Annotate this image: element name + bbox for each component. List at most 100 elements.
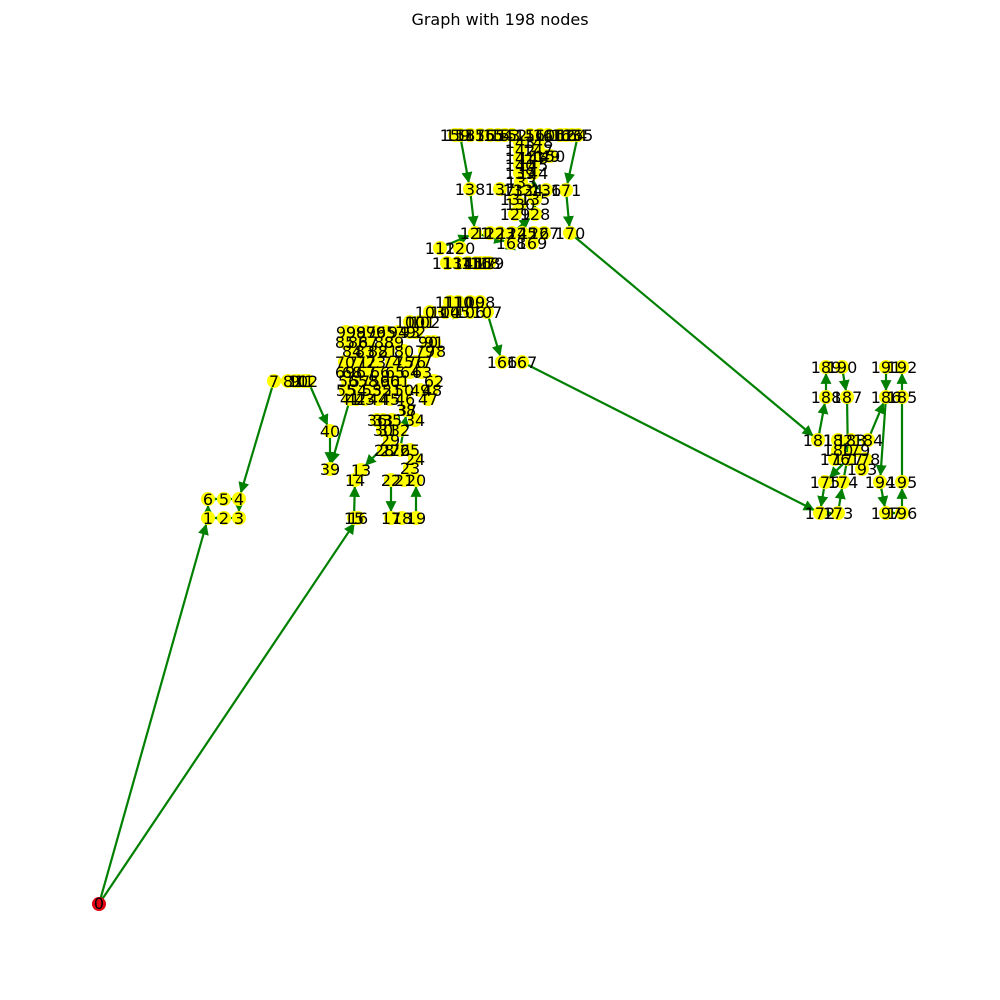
node-label-52: 52 bbox=[372, 381, 392, 400]
nodes-layer bbox=[92, 128, 909, 911]
node-193 bbox=[855, 462, 869, 476]
node-190 bbox=[835, 360, 849, 374]
node-75 bbox=[397, 355, 411, 369]
node-label-141: 141 bbox=[505, 149, 536, 168]
node-114 bbox=[451, 256, 465, 270]
node-label-38: 38 bbox=[396, 401, 416, 420]
node-label-15: 15 bbox=[344, 509, 364, 528]
node-label-157: 157 bbox=[455, 126, 486, 145]
node-label-193: 193 bbox=[847, 460, 878, 479]
node-185 bbox=[895, 390, 909, 404]
node-123 bbox=[493, 226, 507, 240]
node-180 bbox=[831, 443, 845, 457]
node-181 bbox=[811, 433, 825, 447]
node-label-6: 6 bbox=[203, 490, 213, 509]
node-label-5: 5 bbox=[219, 490, 229, 509]
node-98 bbox=[349, 325, 363, 339]
node-106 bbox=[463, 305, 477, 319]
node-80 bbox=[397, 344, 411, 358]
node-label-119: 119 bbox=[474, 254, 505, 273]
node-label-34: 34 bbox=[405, 411, 425, 430]
node-label-130: 130 bbox=[505, 195, 536, 214]
node-label-3: 3 bbox=[234, 509, 244, 528]
node-label-105: 105 bbox=[440, 303, 471, 322]
node-17 bbox=[384, 511, 398, 525]
node-label-48: 48 bbox=[422, 381, 442, 400]
node-label-69: 69 bbox=[335, 363, 355, 382]
node-21 bbox=[397, 473, 411, 487]
node-172 bbox=[813, 506, 827, 520]
node-167 bbox=[515, 355, 529, 369]
node-label-17: 17 bbox=[381, 509, 401, 528]
node-label-163: 163 bbox=[551, 126, 582, 145]
node-label-82: 82 bbox=[368, 342, 388, 361]
node-67 bbox=[359, 365, 373, 379]
node-175 bbox=[818, 475, 832, 489]
node-99 bbox=[339, 325, 353, 339]
node-label-110: 110 bbox=[443, 293, 474, 312]
node-157 bbox=[463, 128, 477, 142]
node-111 bbox=[443, 295, 457, 309]
node-label-75: 75 bbox=[394, 353, 414, 372]
node-38 bbox=[399, 403, 413, 417]
node-35 bbox=[385, 413, 399, 427]
node-25 bbox=[403, 443, 417, 457]
node-label-89: 89 bbox=[384, 333, 404, 352]
node-156 bbox=[473, 128, 487, 142]
node-112 bbox=[433, 241, 447, 255]
node-label-160: 160 bbox=[525, 126, 556, 145]
edge-0-1 bbox=[97, 523, 209, 905]
node-label-79: 79 bbox=[415, 342, 435, 361]
node-label-103: 103 bbox=[415, 303, 446, 322]
node-label-126: 126 bbox=[519, 224, 550, 243]
node-label-140: 140 bbox=[505, 156, 536, 175]
node-73 bbox=[369, 355, 383, 369]
node-label-88: 88 bbox=[374, 333, 394, 352]
node-label-159: 159 bbox=[440, 126, 471, 145]
node-label-168: 168 bbox=[496, 234, 527, 253]
node-label-86: 86 bbox=[348, 333, 368, 352]
node-label-60: 60 bbox=[380, 372, 400, 391]
node-label-8: 8 bbox=[283, 372, 293, 391]
node-5 bbox=[217, 492, 231, 506]
node-label-149: 149 bbox=[530, 147, 561, 166]
node-label-104: 104 bbox=[430, 303, 461, 322]
node-label-46: 46 bbox=[395, 390, 415, 409]
node-label-61: 61 bbox=[390, 372, 410, 391]
node-label-28: 28 bbox=[374, 441, 394, 460]
node-label-150: 150 bbox=[535, 147, 566, 166]
node-label-154: 154 bbox=[483, 126, 514, 145]
node-label-158: 158 bbox=[445, 126, 476, 145]
node-label-185: 185 bbox=[887, 388, 918, 407]
node-label-40: 40 bbox=[320, 422, 340, 441]
node-label-18: 18 bbox=[392, 509, 412, 528]
node-label-94: 94 bbox=[388, 323, 408, 342]
node-label-35: 35 bbox=[382, 411, 402, 430]
node-label-54: 54 bbox=[347, 381, 367, 400]
node-14 bbox=[348, 473, 362, 487]
node-label-85: 85 bbox=[335, 333, 355, 352]
node-195 bbox=[895, 475, 909, 489]
node-label-114: 114 bbox=[443, 254, 474, 273]
node-label-180: 180 bbox=[823, 441, 854, 460]
node-18 bbox=[395, 511, 409, 525]
node-label-39: 39 bbox=[320, 460, 340, 479]
node-34 bbox=[408, 413, 422, 427]
node-159 bbox=[448, 128, 462, 142]
node-170 bbox=[563, 226, 577, 240]
node-16 bbox=[351, 511, 365, 525]
node-77 bbox=[415, 355, 429, 369]
node-label-19: 19 bbox=[406, 509, 426, 528]
node-label-139: 139 bbox=[505, 164, 536, 183]
edge-170-181 bbox=[569, 232, 814, 437]
node-192 bbox=[895, 360, 909, 374]
node-155 bbox=[483, 128, 497, 142]
node-label-113: 113 bbox=[432, 254, 463, 273]
node-label-101: 101 bbox=[405, 313, 436, 332]
node-label-11: 11 bbox=[294, 372, 314, 391]
node-label-176: 176 bbox=[820, 450, 851, 469]
node-label-182: 182 bbox=[823, 431, 854, 450]
node-label-33: 33 bbox=[373, 411, 393, 430]
node-label-21: 21 bbox=[394, 471, 414, 490]
